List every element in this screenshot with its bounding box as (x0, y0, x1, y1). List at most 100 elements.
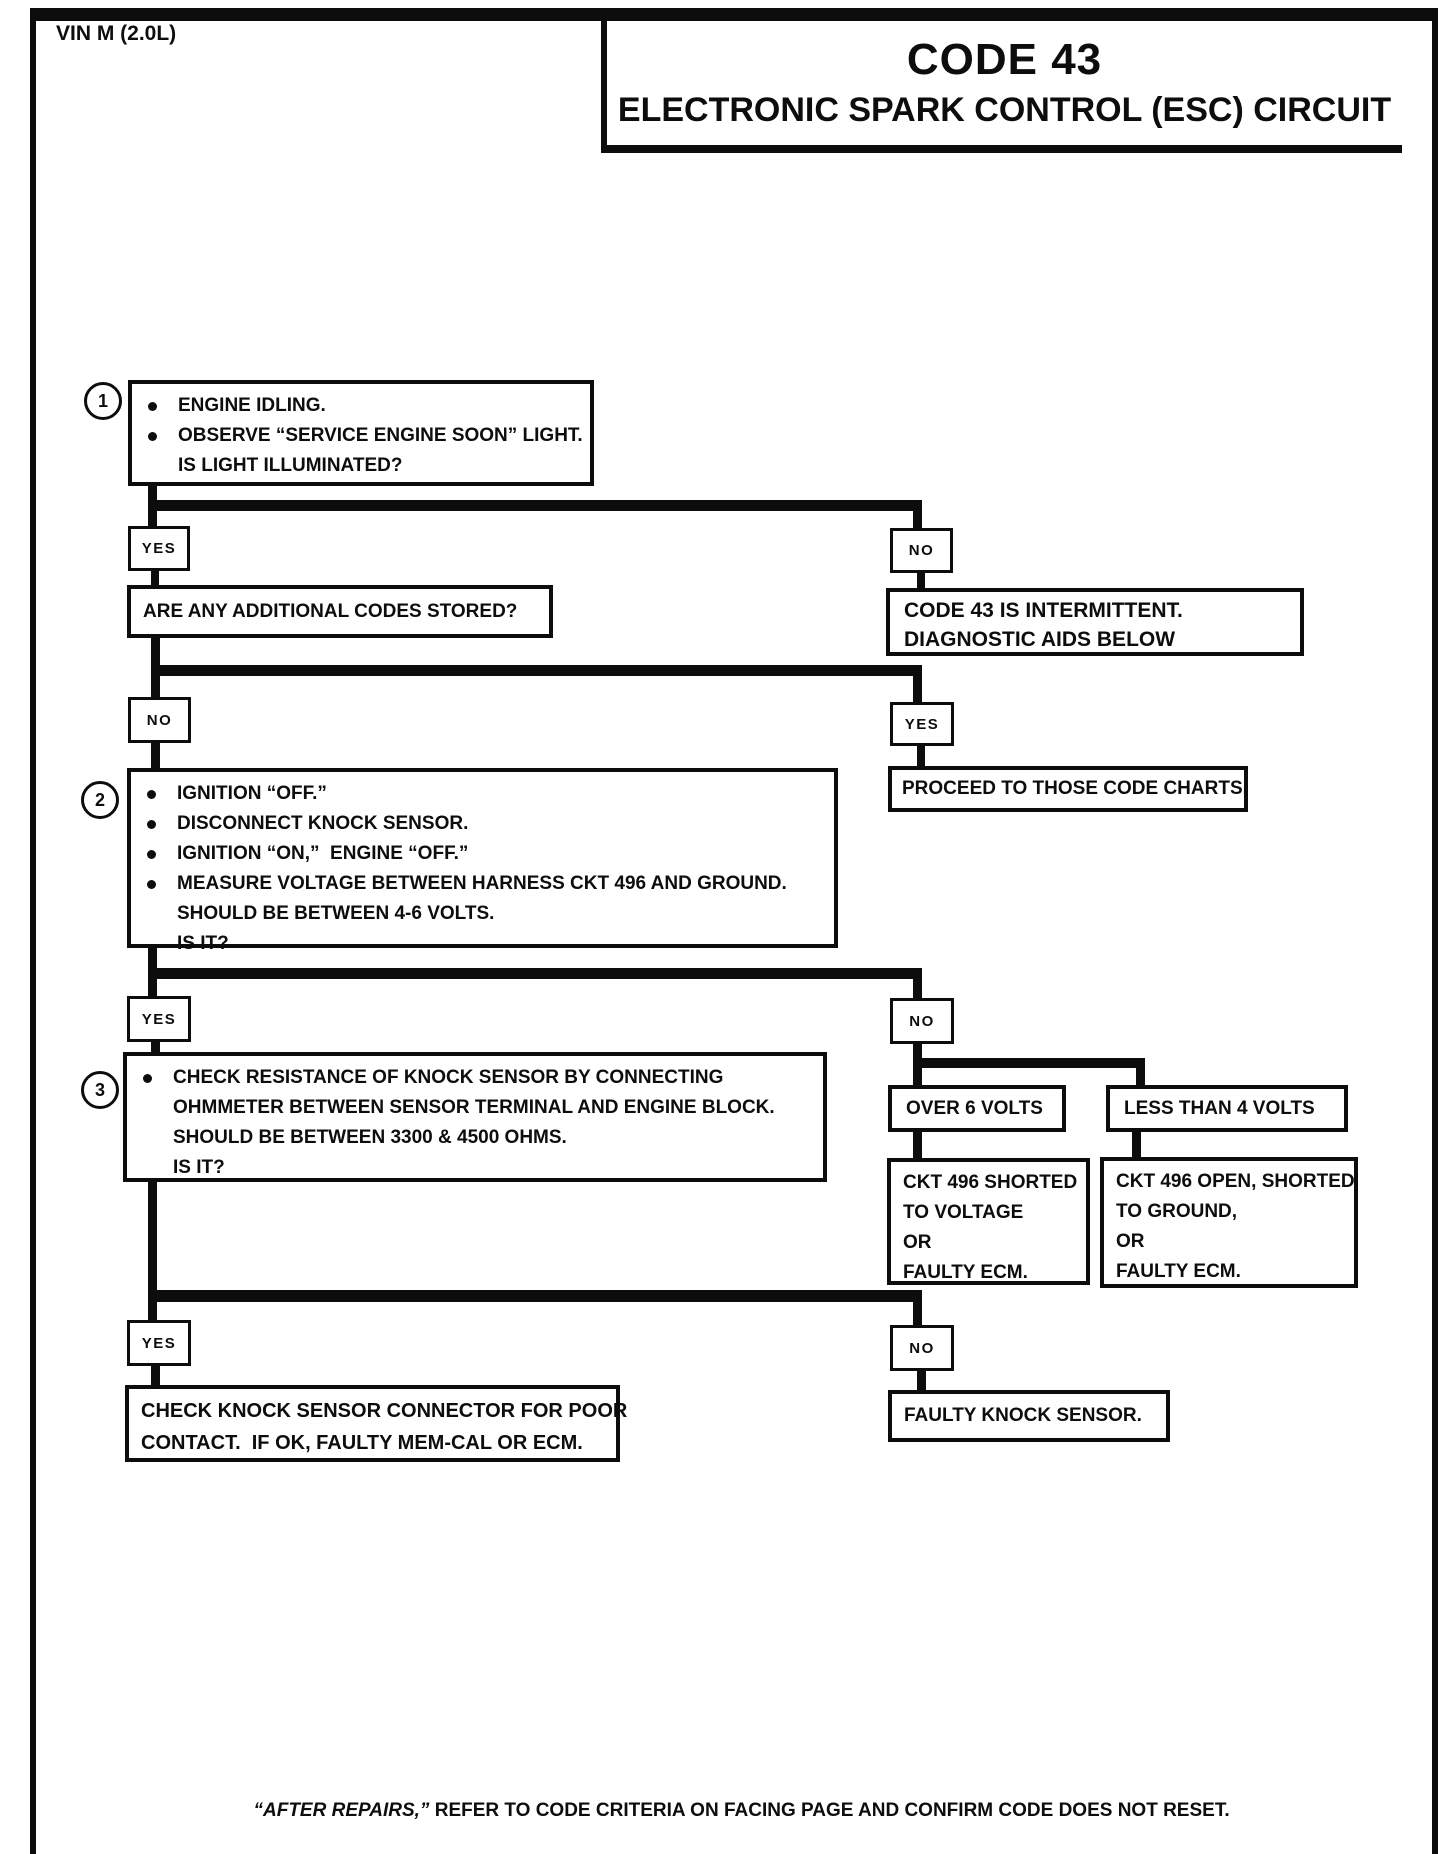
yes-label: YES (141, 1010, 177, 1028)
bullet-icon (147, 850, 156, 859)
footer-after-repairs: “AFTER REPAIRS,” (253, 1800, 430, 1821)
step3-number-circle: 3 (81, 1071, 119, 1109)
footer-note: “AFTER REPAIRS,” REFER TO CODE CRITERIA … (36, 1778, 1426, 1844)
page-title: CODE 43 (906, 35, 1103, 84)
less-than-4-volts-box: LESS THAN 4 VOLTS (1106, 1085, 1348, 1132)
ckt-open-line1: CKT 496 OPEN, SHORTED (1116, 1171, 1355, 1192)
page-subtitle: ELECTRONIC SPARK CONTROL (ESC) CIRCUIT (617, 91, 1392, 129)
decision-no-3: NO (890, 998, 954, 1044)
connector (917, 746, 925, 766)
ckt-open-line4: FAULTY ECM. (1116, 1261, 1241, 1282)
step2-box: IGNITION “OFF.” DISCONNECT KNOCK SENSOR.… (127, 768, 838, 954)
step1-box: ENGINE IDLING. OBSERVE “SERVICE ENGINE S… (128, 380, 594, 486)
additional-codes-box: ARE ANY ADDITIONAL CODES STORED? (127, 585, 553, 638)
step1-number: 1 (97, 390, 108, 411)
step3-line4: IS IT? (173, 1157, 225, 1178)
ckt-shorted-box: CKT 496 SHORTED TO VOLTAGE OR FAULTY ECM… (887, 1158, 1090, 1285)
no-label: NO (908, 542, 935, 559)
proceed-box: PROCEED TO THOSE CODE CHARTS. (888, 766, 1248, 812)
decision-no-1: NO (890, 528, 953, 573)
connector (151, 638, 160, 665)
faulty-knock-sensor-box: FAULTY KNOCK SENSOR. (888, 1390, 1170, 1442)
step2-line1: IGNITION “OFF.” (177, 783, 327, 804)
bullet-icon (147, 790, 156, 799)
proceed-text: PROCEED TO THOSE CODE CHARTS. (902, 778, 1248, 799)
step2-line3: IGNITION “ON,” ENGINE “OFF.” (177, 843, 469, 864)
connector (151, 1042, 160, 1052)
intermittent-line2: DIAGNOSTIC AIDS BELOW (904, 628, 1176, 651)
over-6-volts-box: OVER 6 VOLTS (888, 1085, 1066, 1132)
step1-line2: OBSERVE “SERVICE ENGINE SOON” LIGHT. (178, 425, 583, 446)
step3-line3: SHOULD BE BETWEEN 3300 & 4500 OHMS. (173, 1127, 567, 1148)
connector (148, 511, 157, 526)
step3-line1: CHECK RESISTANCE OF KNOCK SENSOR BY CONN… (173, 1067, 724, 1088)
step3-line2: OHMMETER BETWEEN SENSOR TERMINAL AND ENG… (173, 1097, 775, 1118)
no-label: NO (146, 711, 173, 729)
bullet-icon (148, 432, 157, 441)
connector (151, 571, 159, 585)
bullet-icon (147, 880, 156, 889)
step2-line6: IS IT? (177, 933, 229, 954)
step3-box: CHECK RESISTANCE OF KNOCK SENSOR BY CONN… (123, 1052, 827, 1182)
connector (1132, 1132, 1141, 1157)
faulty-knock-sensor-text: FAULTY KNOCK SENSOR. (904, 1405, 1142, 1426)
connector (913, 1302, 922, 1325)
no-label: NO (909, 1339, 935, 1357)
step2-line2: DISCONNECT KNOCK SENSOR. (177, 813, 469, 834)
yes-label: YES (141, 540, 177, 557)
intermittent-box: CODE 43 IS INTERMITTENT. DIAGNOSTIC AIDS… (886, 588, 1304, 656)
connector (913, 511, 922, 528)
connector (913, 676, 922, 702)
step1-number-circle: 1 (84, 382, 122, 420)
decision-yes-3: YES (127, 996, 191, 1042)
ckt-open-line2: TO GROUND, (1116, 1201, 1238, 1222)
less-than-4-volts-text: LESS THAN 4 VOLTS (1124, 1097, 1315, 1119)
decision-no-2: NO (128, 697, 191, 743)
connector (148, 486, 157, 502)
bullet-icon (148, 402, 157, 411)
ckt-shorted-line2: TO VOLTAGE (903, 1202, 1024, 1223)
connector (1136, 1068, 1145, 1085)
ckt-shorted-line4: FAULTY ECM. (903, 1262, 1028, 1283)
over-6-volts-text: OVER 6 VOLTS (906, 1097, 1043, 1119)
yes-label: YES (904, 715, 940, 733)
step1-line3: IS LIGHT ILLUMINATED? (178, 455, 403, 476)
yes-label: YES (141, 1334, 177, 1352)
bullet-icon (147, 820, 156, 829)
intermittent-line1: CODE 43 IS INTERMITTENT. (904, 599, 1183, 622)
decision-yes-4: YES (127, 1320, 191, 1366)
connector (151, 665, 922, 676)
step2-line5: SHOULD BE BETWEEN 4-6 VOLTS. (177, 903, 495, 924)
ckt-shorted-line3: OR (903, 1232, 932, 1253)
connector (148, 979, 157, 996)
title-box: CODE 43 ELECTRONIC SPARK CONTROL (ESC) C… (601, 21, 1402, 153)
connector (148, 968, 922, 979)
step1-line1: ENGINE IDLING. (178, 395, 326, 416)
connector (148, 948, 157, 968)
connector (913, 1132, 922, 1158)
connector (148, 1290, 922, 1302)
no-label: NO (909, 1012, 935, 1030)
connector (148, 1182, 157, 1290)
connector (917, 1371, 926, 1390)
connector (151, 1366, 160, 1385)
check-connector-line1: CHECK KNOCK SENSOR CONNECTOR FOR POOR (141, 1400, 628, 1422)
page-border (30, 8, 1438, 1854)
step2-line4: MEASURE VOLTAGE BETWEEN HARNESS CKT 496 … (177, 873, 787, 894)
connector (913, 1044, 922, 1064)
ckt-shorted-line1: CKT 496 SHORTED (903, 1172, 1078, 1193)
step2-number-circle: 2 (81, 781, 119, 819)
connector (913, 1058, 1145, 1068)
connector (913, 1068, 922, 1085)
check-connector-line2: CONTACT. IF OK, FAULTY MEM-CAL OR ECM. (141, 1432, 583, 1454)
additional-codes-text: ARE ANY ADDITIONAL CODES STORED? (143, 600, 518, 622)
connector (148, 500, 922, 511)
ckt-open-line3: OR (1116, 1231, 1145, 1252)
connector (151, 676, 160, 697)
footer-rest: REFER TO CODE CRITERIA ON FACING PAGE AN… (429, 1800, 1230, 1821)
step2-number: 2 (94, 789, 105, 810)
ckt-open-box: CKT 496 OPEN, SHORTED TO GROUND, OR FAUL… (1100, 1157, 1358, 1288)
connector (151, 743, 160, 768)
connector (913, 979, 922, 998)
